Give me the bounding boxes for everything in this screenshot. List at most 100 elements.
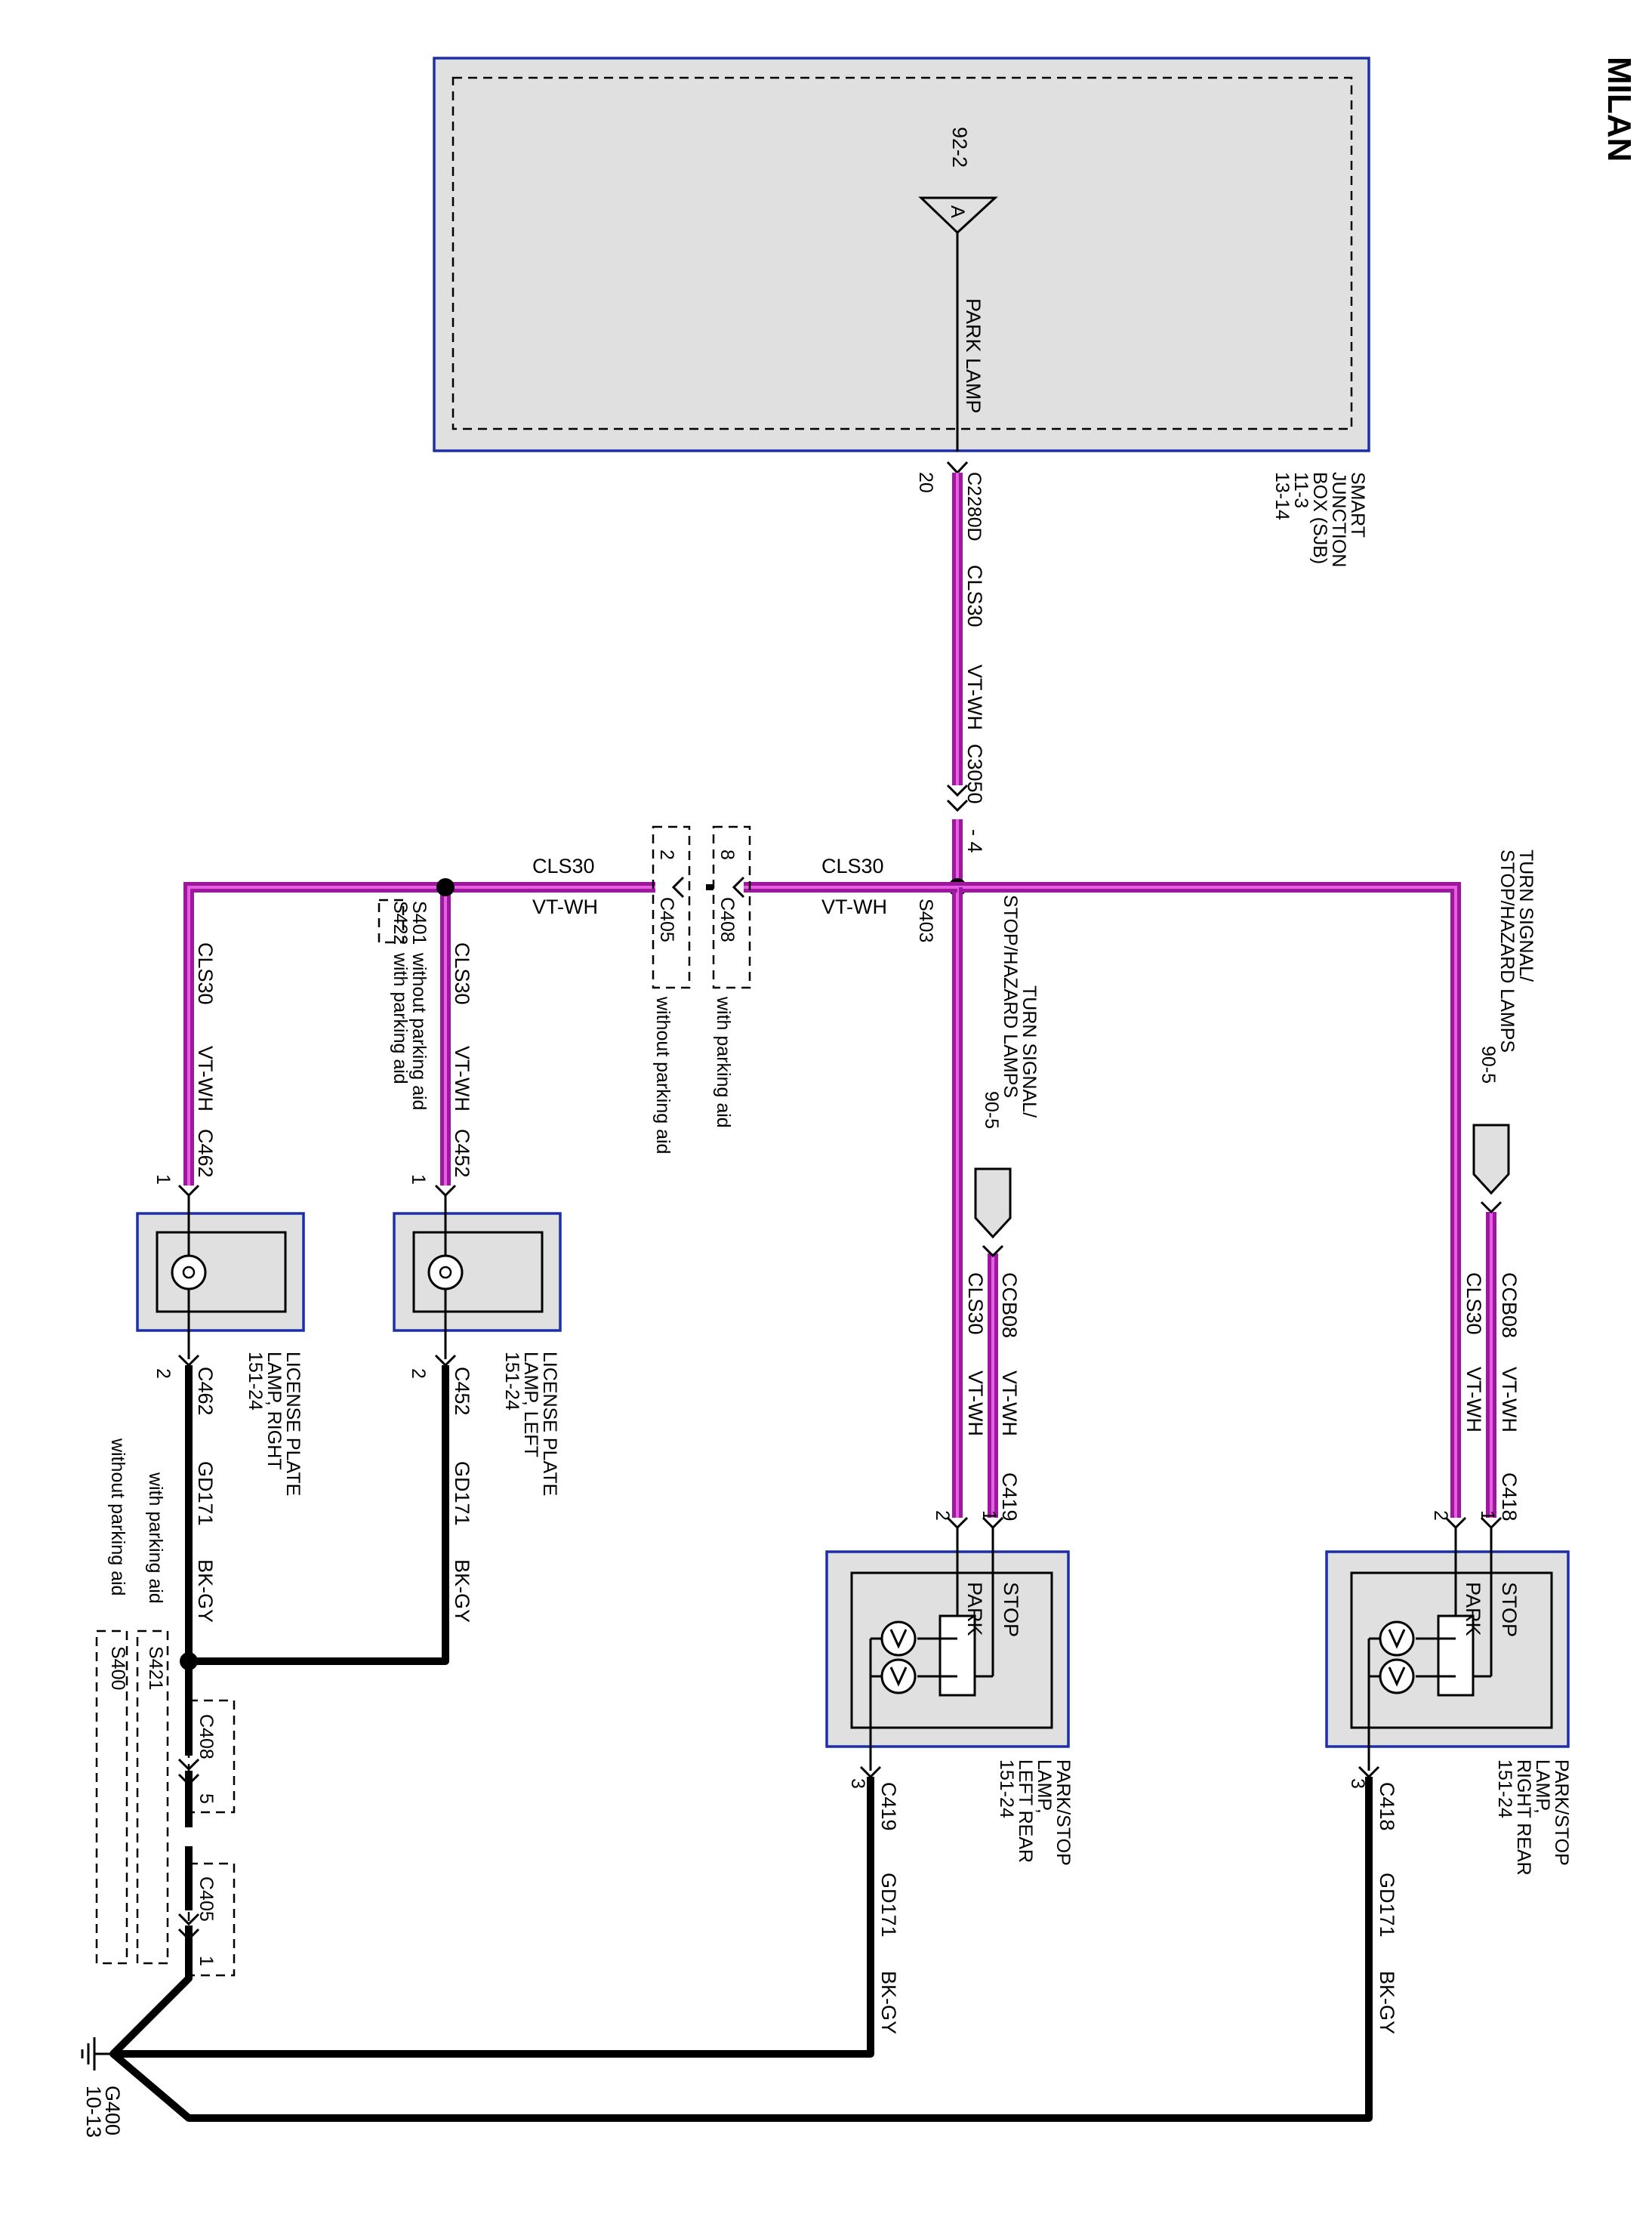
svg-text:PARK/STOP: PARK/STOP	[1551, 1759, 1572, 1866]
right-rear-park-label: PARK	[1462, 1582, 1484, 1636]
c2280d-connector: C2280D	[963, 472, 985, 541]
right-rear-stop-label: STOP	[1498, 1582, 1521, 1637]
page-title: MILAN	[1601, 57, 1638, 162]
main-wire-color: VT-WH	[963, 664, 986, 730]
left-rear-park-label: PARK	[963, 1582, 986, 1636]
c462-connector-top: C462	[194, 1129, 217, 1178]
svg-text:SMART: SMART	[1347, 472, 1368, 538]
main-wire-circuit: CLS30	[963, 565, 986, 627]
svg-text:LAMP,: LAMP,	[1532, 1759, 1553, 1814]
turn-signal-left-connector-icon	[974, 1167, 1012, 1239]
branch-circuit-b: CLS30	[532, 855, 595, 877]
c452-pin2: 2	[408, 1368, 429, 1379]
c405-pin-bottom: 1	[196, 1956, 217, 1966]
c2280d-pin-icon	[946, 461, 969, 475]
s400-note: without parking aid	[107, 1438, 128, 1596]
park-stop-lamp-right-rear: STOP PARK	[1325, 1528, 1570, 1771]
license-right-feed-circuit: CLS30	[194, 942, 217, 1005]
ground-name: G400	[101, 2086, 124, 2135]
c405-connector-top: C405	[656, 897, 677, 942]
c408-connector-top: C408	[717, 897, 738, 942]
svg-text:13-14: 13-14	[1271, 472, 1293, 520]
license-branch-wire	[183, 882, 957, 1186]
right-rear-ground-circuit: GD171	[1376, 1873, 1398, 1938]
right-rear-bulb-icon	[1379, 1658, 1415, 1694]
svg-text:LAMP, LEFT: LAMP, LEFT	[520, 1352, 541, 1457]
ground-ref: 10-13	[82, 2086, 105, 2138]
c419-connector-bottom: C419	[877, 1782, 900, 1831]
c408-lower-box	[187, 1699, 236, 1814]
smart-junction-box: A 92-2 PARK LAMP	[433, 57, 1370, 452]
s401-s422-splice-dot	[436, 878, 455, 896]
left-rear-bulb-icon	[880, 1620, 917, 1657]
left-rear-ground-color: BK-GY	[877, 1971, 900, 2034]
sjb-circuit-park-lamp: PARK LAMP	[962, 298, 985, 414]
svg-text:STOP/HAZARD LAMPS: STOP/HAZARD LAMPS	[1000, 895, 1021, 1098]
license-plate-lamp-right	[136, 1195, 305, 1359]
c452-pin1: 1	[408, 1174, 429, 1185]
right-rear-park-circuit: CLS30	[1462, 1272, 1485, 1335]
svg-text:90-5: 90-5	[1478, 1046, 1499, 1084]
license-left-ground-color: BK-GY	[451, 1559, 473, 1623]
s421-note: with parking aid	[145, 1472, 166, 1604]
right-rear-bulb-icon	[1379, 1620, 1415, 1657]
c3050-pin-icon	[946, 784, 969, 797]
svg-text:LAMP, RIGHT: LAMP, RIGHT	[264, 1352, 285, 1470]
turn-signal-left-label: TURN SIGNAL/ STOP/HAZARD LAMPS 90-5	[981, 895, 1040, 1129]
c408-option-note: with parking aid	[713, 996, 734, 1128]
c3050-connector: C3050	[963, 744, 986, 804]
left-rear-stop-label: STOP	[1000, 1582, 1022, 1637]
left-rear-name-label: PARK/STOP LAMP, LEFT REAR 151-24	[996, 1759, 1074, 1866]
park-stop-lamp-left-rear: STOP PARK	[825, 1528, 1070, 1771]
s421-label: S421	[145, 1646, 166, 1690]
license-right-ground-color: BK-GY	[194, 1559, 217, 1623]
c418-connector-bottom: C418	[1376, 1782, 1398, 1831]
left-rear-park-color: VT-WH	[964, 1371, 987, 1436]
left-rear-bulb-icon	[880, 1658, 917, 1694]
svg-text:BOX (SJB): BOX (SJB)	[1309, 472, 1330, 564]
svg-text:151-24: 151-24	[996, 1759, 1017, 1818]
left-rear-stop-circuit: CCB08	[998, 1272, 1021, 1338]
s400-label: S400	[107, 1646, 128, 1690]
c462-pin2: 2	[153, 1368, 174, 1379]
branch-color-a: VT-WH	[821, 896, 887, 918]
license-plate-lamp-left	[393, 1195, 562, 1359]
svg-text:PARK/STOP: PARK/STOP	[1053, 1759, 1074, 1866]
svg-text:RIGHT REAR: RIGHT REAR	[1513, 1759, 1534, 1876]
branch-color-b: VT-WH	[532, 896, 598, 918]
c405-option-note: without parking aid	[652, 996, 673, 1154]
c462-connector-bottom: C462	[194, 1367, 217, 1416]
sjb-name-label: SMART JUNCTION BOX (SJB) 11-3 13-14	[1271, 472, 1368, 567]
license-right-name-label: LICENSE PLATE LAMP, RIGHT 151-24	[245, 1352, 304, 1496]
right-rear-name-label: PARK/STOP LAMP, RIGHT REAR 151-24	[1494, 1759, 1572, 1876]
right-rear-stop-color: VT-WH	[1498, 1367, 1521, 1432]
svg-text:151-24: 151-24	[245, 1352, 266, 1411]
right-rear-ground-color: BK-GY	[1376, 1971, 1398, 2034]
svg-text:STOP/HAZARD LAMPS: STOP/HAZARD LAMPS	[1496, 849, 1518, 1053]
c405-connector-bottom: C405	[196, 1876, 217, 1922]
c418-connector-top: C418	[1498, 1472, 1521, 1522]
s422-note: with parking aid	[390, 952, 411, 1084]
s401-label: S401	[408, 901, 430, 945]
c419-connector-top: C419	[998, 1472, 1021, 1522]
s421-splice-dot	[180, 1652, 198, 1670]
left-rear-stop-color: VT-WH	[998, 1371, 1021, 1436]
turn-signal-right-connector-icon	[1472, 1124, 1510, 1195]
left-rear-ground-circuit: GD171	[877, 1873, 900, 1938]
c418-pin3: 3	[1347, 1778, 1368, 1789]
c3050-pin: - 4	[963, 829, 986, 853]
license-left-feed-circuit: CLS30	[451, 942, 473, 1005]
svg-text:TURN SIGNAL/: TURN SIGNAL/	[1515, 849, 1536, 982]
c408-connector-bottom: C408	[196, 1714, 217, 1759]
branch-circuit-a: CLS30	[821, 855, 884, 877]
svg-text:151-24: 151-24	[1494, 1759, 1515, 1818]
c405-option-box	[652, 825, 691, 989]
svg-text:90-5: 90-5	[981, 1091, 1002, 1129]
ground-g400-icon	[81, 2037, 113, 2070]
s401-note: without parking aid	[408, 952, 430, 1110]
license-left-name-label: LICENSE PLATE LAMP, LEFT 151-24	[501, 1352, 560, 1496]
s422-label: S422	[390, 901, 411, 945]
c452-connector-bottom: C452	[451, 1367, 473, 1416]
svg-text:LEFT REAR: LEFT REAR	[1015, 1759, 1036, 1863]
c408-pin-bottom: 5	[196, 1793, 217, 1804]
